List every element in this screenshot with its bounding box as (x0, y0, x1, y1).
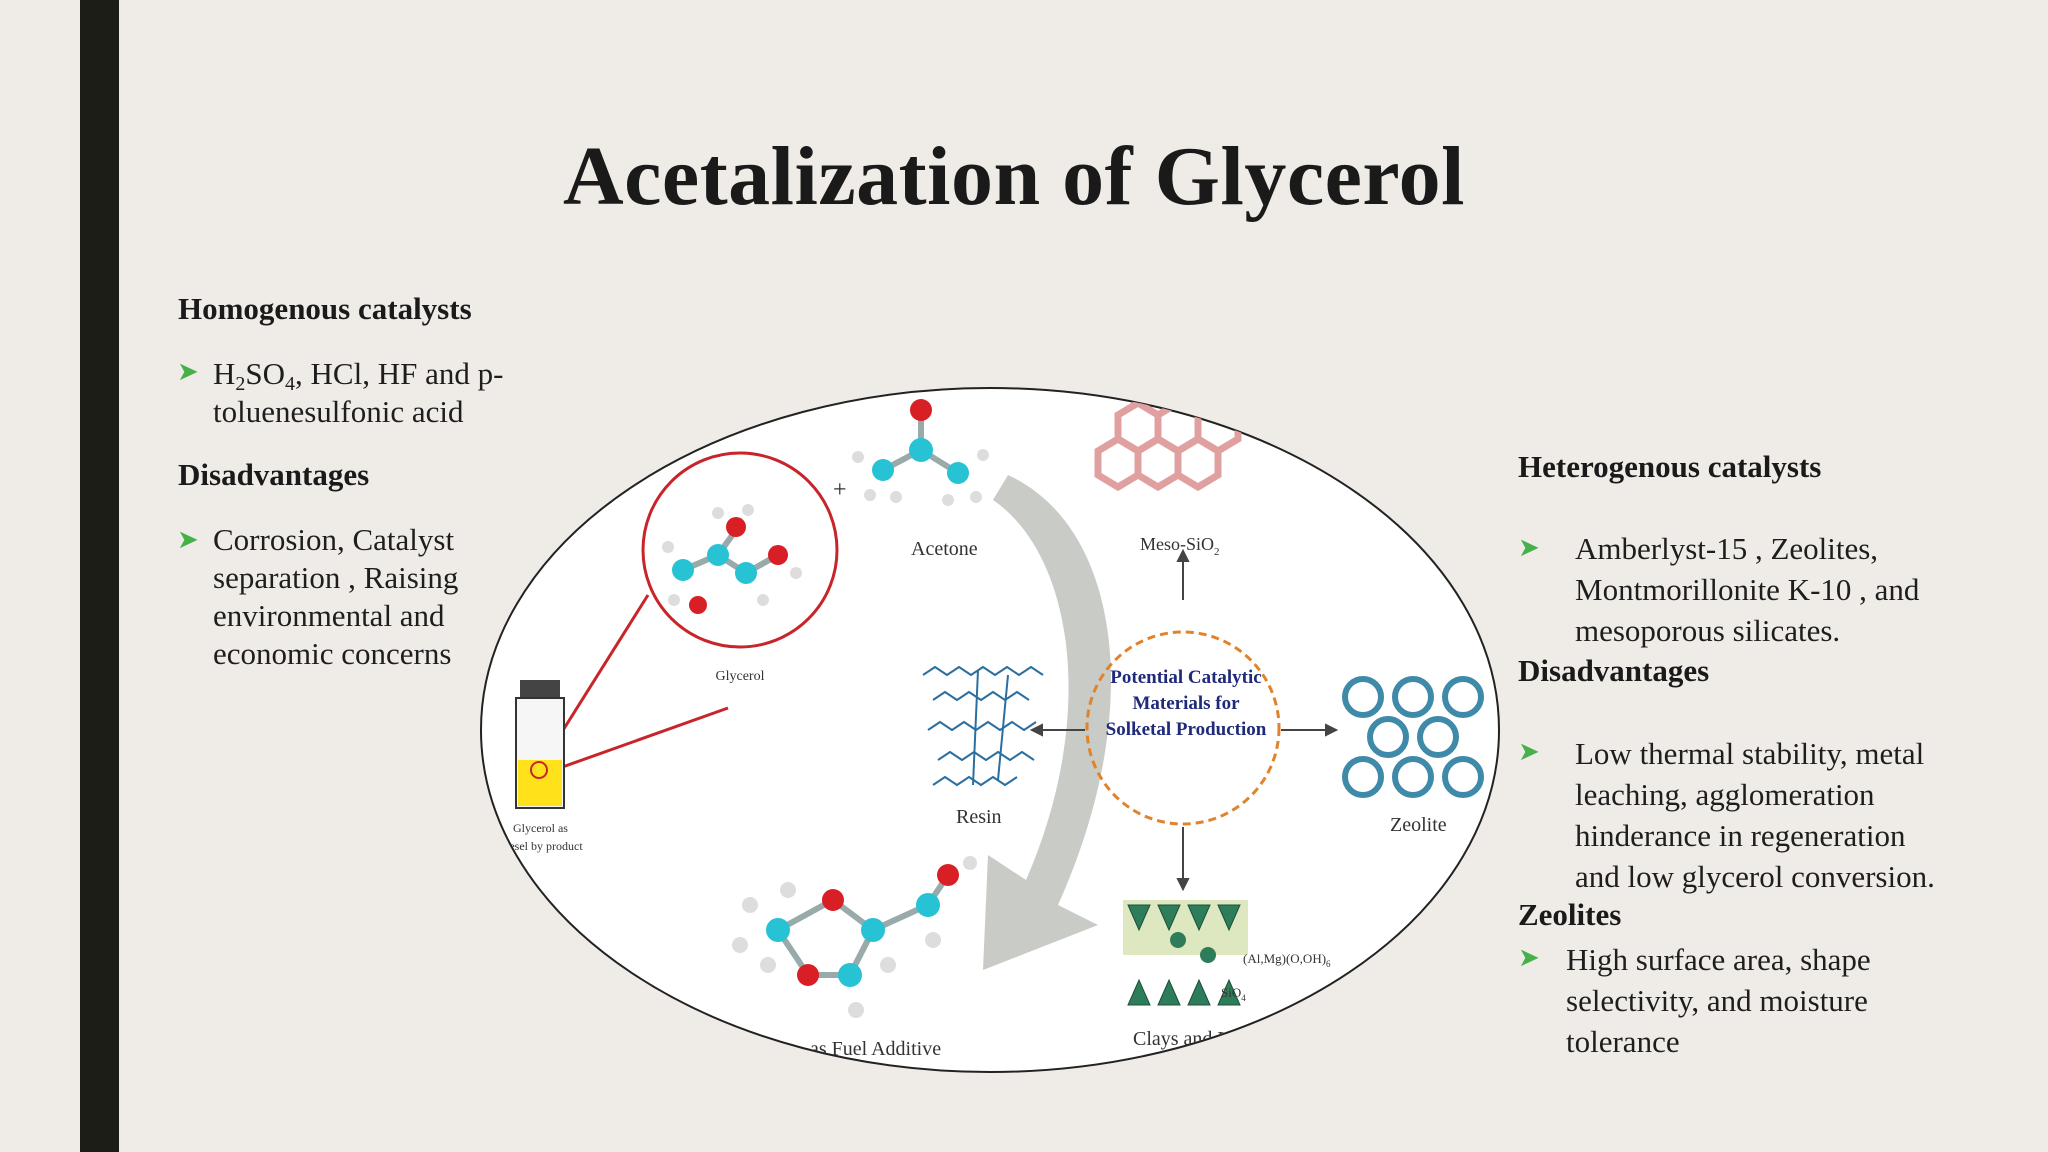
center-line-2: Materials for (1132, 693, 1240, 714)
disadvantages-item-left: Corrosion, Catalyst separation , Raising… (213, 522, 459, 671)
bullet-arrow-icon: ➤ (177, 357, 199, 386)
glycerol-zoom-circle (641, 451, 839, 649)
zeolites-item: High surface area, shape selectivity, an… (1566, 942, 1871, 1059)
clay-formula-2: SiO4 (1221, 985, 1246, 1003)
clay-structure-icon (1123, 900, 1248, 1006)
slide-title: Acetalization of Glycerol (0, 128, 2048, 225)
solketal-molecule-icon (732, 856, 977, 1018)
zeolite-structure-icon (1342, 676, 1484, 798)
homogenous-heading: Homogenous catalysts (178, 291, 472, 326)
bullet-arrow-icon: ➤ (177, 525, 199, 554)
catalyst-diagram: Glycerol Glycerol as iesel by product + (478, 385, 1503, 1075)
fuel-additive-label: as Fuel Additive (810, 1038, 941, 1060)
glycerol-molecule-icon (662, 504, 802, 614)
homogenous-item: H2SO4, HCl, HF and p- toluenesulfonic ac… (213, 356, 504, 429)
bullet-arrow-icon: ➤ (1518, 737, 1540, 766)
slide-title-text: Acetalization of Glycerol (562, 130, 1465, 223)
catalyst-diagram-svg: Glycerol Glycerol as iesel by product + (480, 387, 1500, 1073)
slide-side-bar (80, 0, 119, 1152)
glycerol-bottle-icon (515, 680, 565, 809)
zeolite-label: Zeolite (1390, 814, 1447, 836)
resin-structure-icon (922, 665, 1044, 787)
zeolites-heading: Zeolites (1518, 897, 1622, 932)
bullet-arrow-icon: ➤ (1518, 943, 1540, 972)
center-line-1: Potential Catalytic (1110, 667, 1261, 688)
clays-label: Clays and L (1133, 1028, 1230, 1050)
connector-arrows (1029, 548, 1339, 892)
acetone-label: Acetone (911, 538, 978, 560)
heterogenous-heading: Heterogenous catalysts (1518, 449, 1822, 484)
heterogenous-item: Amberlyst-15 , Zeolites, Montmorillonite… (1575, 531, 1920, 648)
bullet-arrow-icon: ➤ (1518, 533, 1540, 562)
acetone-molecule-icon (852, 399, 989, 506)
figure-oval (480, 387, 1500, 1073)
glycerol-bottle-label-1: Glycerol as (513, 821, 568, 835)
plus-sign: + (833, 477, 847, 503)
clay-formula-1: (Al,Mg)(O,OH)6 (1243, 951, 1331, 969)
disadvantages-item-right: Low thermal stability, metal leaching, a… (1575, 736, 1935, 894)
meso-sio2-label: Meso-SiO2 (1140, 534, 1220, 558)
zoom-line (539, 706, 729, 777)
center-line-3: Solketal Production (1106, 719, 1267, 740)
glycerol-label: Glycerol (716, 669, 765, 684)
glycerol-bottle-label-2: iesel by product (506, 839, 583, 853)
resin-label: Resin (956, 806, 1002, 828)
disadvantages-heading-right: Disadvantages (1518, 653, 1710, 688)
disadvantages-heading-left: Disadvantages (178, 457, 370, 492)
process-arrow-icon (983, 475, 1111, 970)
center-ring (1085, 630, 1281, 826)
